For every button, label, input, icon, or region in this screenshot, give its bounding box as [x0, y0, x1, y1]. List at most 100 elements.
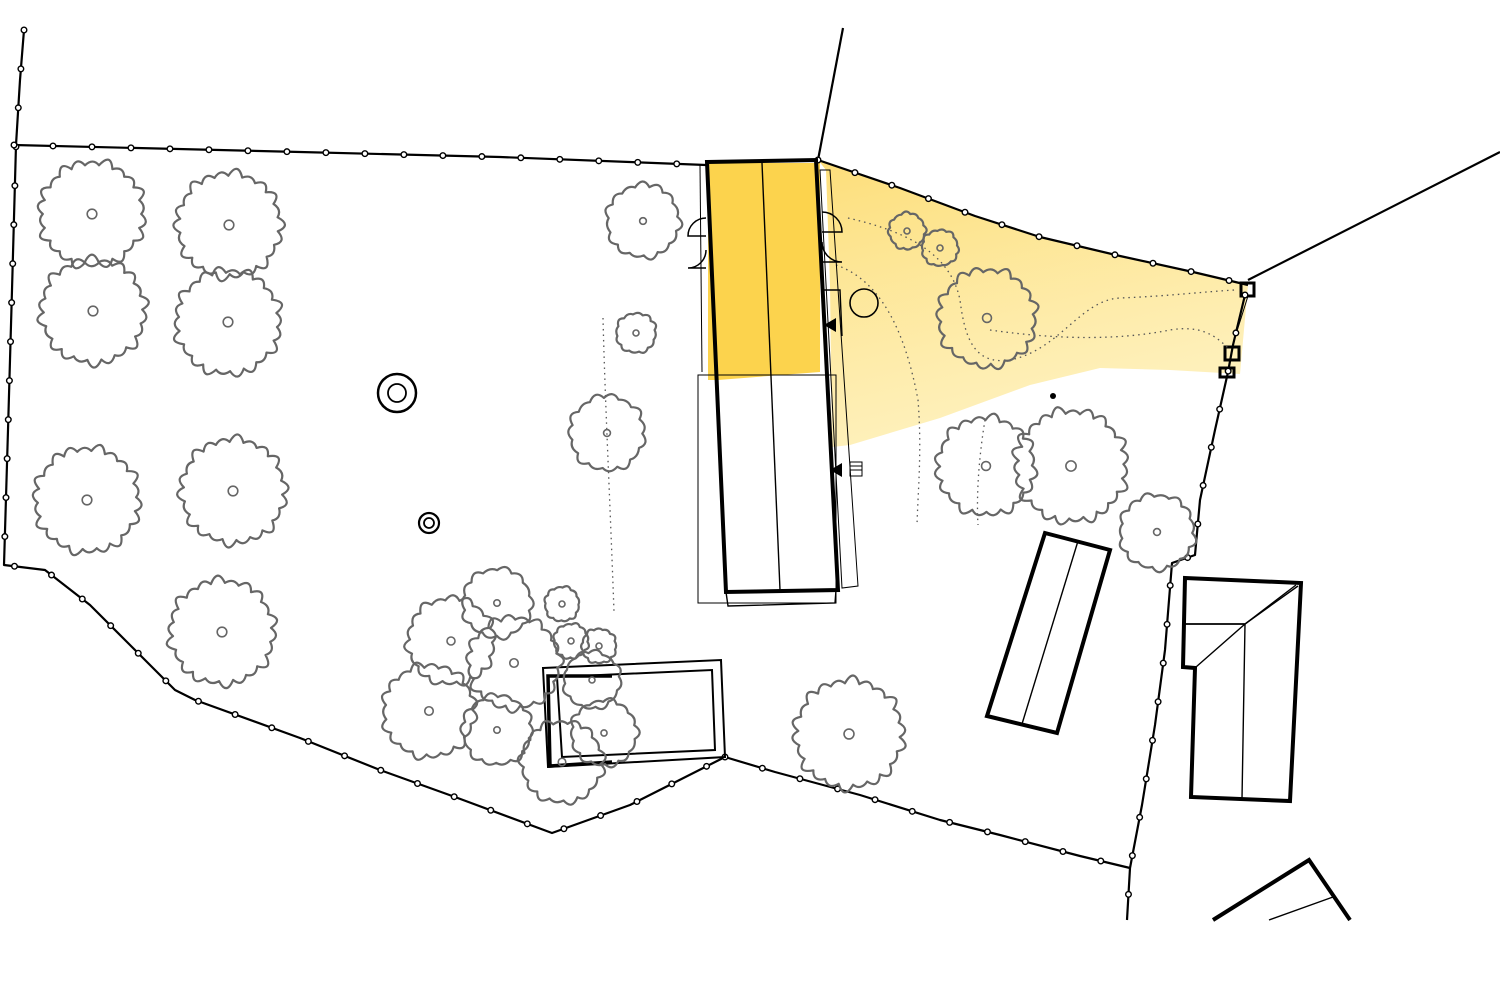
fence-post	[597, 812, 605, 820]
fence-post	[1128, 852, 1136, 860]
gate-opening	[1231, 295, 1249, 348]
fence-post	[946, 818, 954, 826]
neighbor-building-2	[1180, 575, 1304, 804]
main-building-outline	[704, 157, 841, 595]
tree-canopy	[935, 267, 1040, 371]
tree-trunk	[227, 485, 239, 497]
fence-post	[194, 697, 202, 705]
entrance-arrow-2	[830, 463, 842, 477]
fence-post	[1187, 268, 1195, 276]
lawn-features	[376, 372, 1056, 535]
shed-inner	[555, 668, 717, 759]
tree-trunk	[980, 460, 992, 472]
fence-post	[924, 195, 932, 203]
fence-post	[10, 141, 18, 149]
tree-canopy	[36, 253, 150, 369]
fence-post	[1035, 233, 1043, 241]
trees	[31, 158, 1198, 806]
building-lower-fill	[718, 372, 836, 592]
tree	[459, 692, 535, 766]
tree-trunk	[87, 305, 99, 317]
tree-trunk	[588, 676, 596, 684]
door-west	[687, 217, 707, 269]
fence-post	[560, 825, 568, 833]
fence-post	[2, 494, 10, 502]
tree-trunk	[81, 494, 93, 506]
tree	[933, 412, 1039, 517]
tree-trunk	[903, 227, 911, 235]
fence-post	[1194, 520, 1202, 528]
fence-post	[341, 752, 349, 760]
fence-post	[1216, 405, 1224, 413]
fence-post	[1225, 277, 1233, 285]
tree-canopy	[569, 697, 641, 769]
west-fence	[2, 29, 726, 835]
footpath-east-1	[835, 264, 921, 526]
tree-trunk	[936, 244, 944, 252]
tree	[791, 674, 907, 794]
tree-canopy	[36, 158, 147, 270]
fence-post	[595, 157, 603, 165]
fence-post	[1199, 481, 1207, 489]
tree-trunk	[595, 642, 603, 650]
highlighted-courtyard-zone	[818, 160, 1248, 447]
tree-canopy	[561, 648, 623, 711]
fence-post	[888, 181, 896, 189]
tree-trunk	[86, 208, 98, 220]
fence-post	[20, 26, 28, 34]
tree-canopy	[172, 167, 287, 283]
fence-post	[673, 160, 681, 168]
tree-trunk	[602, 428, 612, 438]
fence-post	[871, 796, 879, 804]
fence-post	[908, 807, 916, 815]
tree-canopy	[543, 585, 581, 623]
fence-post	[377, 766, 385, 774]
fence-post	[1124, 890, 1132, 898]
fence-post	[231, 711, 239, 719]
fence-post	[478, 153, 486, 161]
tree-trunk	[423, 705, 435, 717]
tree-trunk	[843, 728, 855, 740]
fence-post	[1111, 251, 1119, 259]
tree	[1118, 492, 1198, 574]
fence-post	[10, 562, 18, 570]
fence-post	[1021, 838, 1029, 846]
tree	[920, 228, 961, 267]
tree-canopy	[165, 574, 279, 690]
fence-post	[5, 377, 13, 385]
fence-post	[523, 820, 531, 828]
fence-post	[439, 152, 447, 160]
tree-canopy	[1011, 406, 1129, 526]
mailbox	[849, 461, 863, 477]
fence-post	[134, 649, 142, 657]
tree	[176, 433, 290, 549]
fence-post	[11, 182, 19, 190]
fence-post	[166, 145, 174, 153]
fence-post	[1224, 367, 1232, 375]
fence-post	[4, 416, 12, 424]
tree-trunk	[638, 216, 648, 226]
north-fence	[13, 143, 707, 167]
tree-trunk	[558, 600, 566, 608]
birdbath-outer	[417, 511, 441, 535]
tree-canopy	[31, 443, 143, 557]
neighbor-building-1	[984, 530, 1113, 736]
tree-trunk	[567, 637, 575, 645]
tree-trunk	[222, 316, 234, 328]
shed-outer	[541, 658, 727, 769]
south-fence	[724, 755, 1131, 870]
tree-trunk	[1065, 460, 1077, 472]
tree-canopy	[1118, 492, 1198, 574]
marker-dot	[1050, 393, 1056, 399]
tree-canopy	[604, 180, 684, 261]
tree-canopy	[465, 614, 565, 714]
tree	[31, 443, 143, 557]
neighbor-building-3-ridge	[1268, 896, 1334, 921]
fence-post	[413, 779, 421, 787]
fence-post	[1241, 291, 1249, 299]
tree	[403, 594, 497, 687]
neighbor-building-1-ridge	[1021, 540, 1079, 725]
tree-canopy	[615, 311, 658, 354]
birdbath-inner	[423, 517, 435, 529]
